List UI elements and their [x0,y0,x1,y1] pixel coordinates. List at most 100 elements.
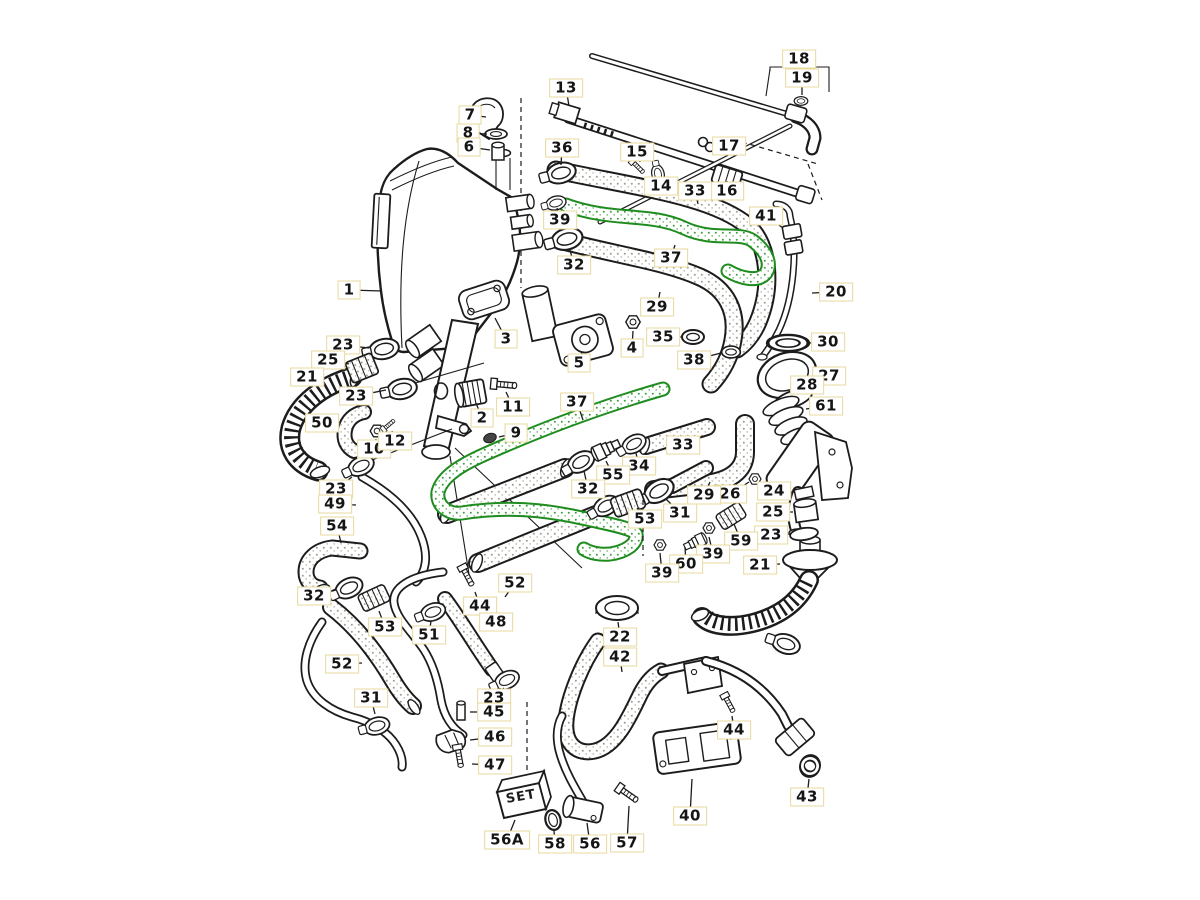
hose-49-thin [357,472,431,587]
pin-45 [456,700,466,721]
part-label-36[interactable]: 36 [545,138,579,158]
green-hose-37-long [430,381,671,562]
part-label-44[interactable]: 44 [717,720,751,740]
hose-42 [557,632,670,761]
grommet-22 [595,595,639,621]
part-label-31[interactable]: 31 [663,503,697,523]
seal-ring-19 [793,96,809,106]
part-label-47[interactable]: 47 [478,755,512,775]
part-label-21[interactable]: 21 [743,555,777,575]
bolt-11 [489,377,518,392]
part-label-52[interactable]: 52 [498,573,532,593]
part-label-37[interactable]: 37 [654,248,688,268]
part-label-29[interactable]: 29 [640,297,674,317]
part-label-9[interactable]: 9 [504,423,528,443]
part-label-32[interactable]: 32 [297,586,331,606]
part-label-3[interactable]: 3 [494,329,518,349]
nut-39 [702,522,716,534]
part-label-51[interactable]: 51 [412,625,446,645]
part-label-58[interactable]: 58 [538,834,572,854]
part-label-29[interactable]: 29 [687,485,721,505]
cup-25 [792,498,820,524]
part-label-6[interactable]: 6 [457,137,481,157]
part-label-39[interactable]: 39 [543,210,577,230]
part-label-31[interactable]: 31 [354,688,388,708]
part-label-1[interactable]: 1 [337,280,361,300]
part-label-32[interactable]: 32 [557,255,591,275]
part-label-4[interactable]: 4 [620,338,644,358]
part-label-14[interactable]: 14 [644,176,678,196]
part-label-21[interactable]: 21 [290,367,324,387]
part-label-53[interactable]: 53 [368,617,402,637]
part-label-23[interactable]: 23 [339,386,373,406]
part-label-11[interactable]: 11 [496,397,530,417]
part-label-7[interactable]: 7 [458,105,482,125]
return-pipe-assembly [657,655,825,781]
part-label-30[interactable]: 30 [811,332,845,352]
part-label-28[interactable]: 28 [790,375,824,395]
part-label-40[interactable]: 40 [673,806,707,826]
part-label-16[interactable]: 16 [710,181,744,201]
part-label-20[interactable]: 20 [819,282,853,302]
cap-8 [484,128,508,140]
part-label-50[interactable]: 50 [305,413,339,433]
part-label-33[interactable]: 33 [666,435,700,455]
hose-to-fitting-56 [552,711,590,810]
set-box-56A [495,702,552,820]
hose-thin-a [389,567,468,740]
part-label-57[interactable]: 57 [610,833,644,853]
fitting-56 [562,794,604,824]
part-label-35[interactable]: 35 [646,327,680,347]
part-label-38[interactable]: 38 [677,350,711,370]
part-label-56[interactable]: 56 [573,834,607,854]
hose-50-elbow [336,404,372,459]
clamp-23 [377,375,420,405]
part-label-18[interactable]: 18 [782,49,816,69]
washer-38 [720,345,742,359]
part-label-49[interactable]: 49 [318,494,352,514]
green-hose-37-top [558,197,776,287]
bracket-41 [781,223,804,256]
ring-30 [765,333,811,353]
part-label-15[interactable]: 15 [620,142,654,162]
sleeve-59 [714,500,748,532]
part-label-2[interactable]: 2 [470,408,494,428]
part-label-12[interactable]: 12 [378,431,412,451]
plug-6 [491,141,505,161]
part-label-48[interactable]: 48 [479,612,513,632]
part-label-39[interactable]: 39 [645,563,679,583]
part-label-13[interactable]: 13 [549,78,583,98]
part-label-17[interactable]: 17 [712,136,746,156]
part-label-33[interactable]: 33 [678,181,712,201]
part-label-37[interactable]: 37 [560,392,594,412]
part-label-22[interactable]: 22 [603,627,637,647]
part-label-45[interactable]: 45 [477,702,511,722]
part-label-41[interactable]: 41 [749,206,783,226]
tank-side-plate [370,192,392,250]
tank-ports [504,193,544,253]
part-label-54[interactable]: 54 [320,516,354,536]
part-label-46[interactable]: 46 [478,727,512,747]
tube-fitting-13 [548,101,581,125]
part-label-43[interactable]: 43 [790,787,824,807]
part-label-24[interactable]: 24 [757,481,791,501]
sleeve-24 [793,485,815,501]
hose-stub-31 [664,460,714,494]
part-label-25[interactable]: 25 [756,502,790,522]
part-label-56A[interactable]: 56A [484,830,530,850]
part-label-19[interactable]: 19 [785,68,819,88]
part-label-5[interactable]: 5 [567,353,591,373]
ring-23 [789,526,819,542]
nut-39 [653,539,667,551]
part-label-32[interactable]: 32 [571,479,605,499]
cylinder-part [521,285,559,343]
part-label-52[interactable]: 52 [325,654,359,674]
part-label-42[interactable]: 42 [603,647,637,667]
fitting-25 [344,352,380,384]
plug-9 [483,432,497,444]
part-label-61[interactable]: 61 [809,396,843,416]
part-label-53[interactable]: 53 [628,509,662,529]
part-label-23[interactable]: 23 [754,525,788,545]
